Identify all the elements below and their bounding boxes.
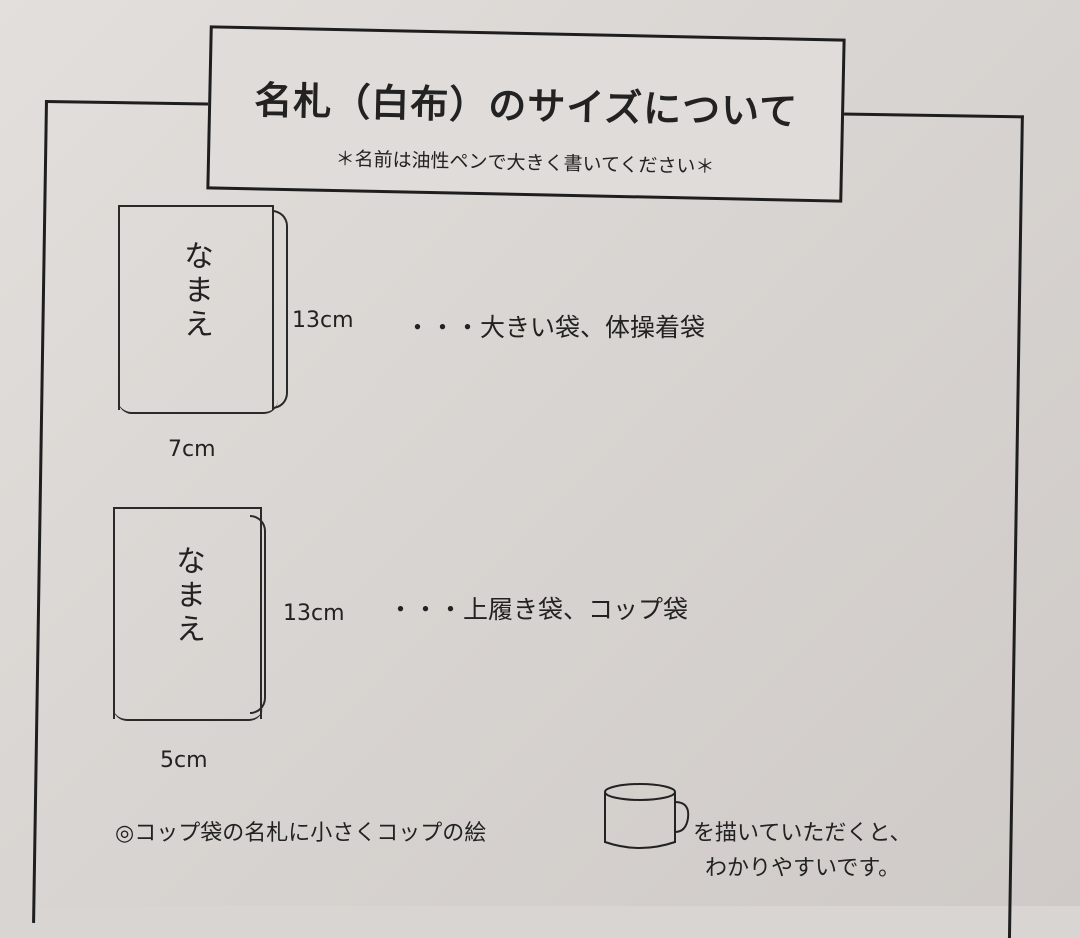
tag-name-small: なまえ [170,545,205,647]
width-bracket [113,705,263,721]
page-subtitle: ＊名前は油性ペンで大きく書いてください＊ [335,148,715,178]
tag-width-large: 7cm [168,437,216,462]
width-bracket [118,398,278,414]
tag-usage-small: ・・・上履き袋、コップ袋 [388,595,689,624]
page-title: 名札（白布）のサイズについて [253,78,799,134]
name-tag-large [118,205,274,410]
height-bracket [272,210,288,409]
name-tag-small [113,507,262,719]
tag-usage-large: ・・・大きい袋、体操着袋 [405,313,706,342]
note-text-3: わかりやすいです。 [705,856,901,881]
height-bracket [250,515,266,714]
tag-name-large: なまえ [178,240,213,342]
tag-width-small: 5cm [160,748,208,773]
title-box: 名札（白布）のサイズについて ＊名前は油性ペンで大きく書いてください＊ [206,25,846,203]
cup-icon [604,783,690,849]
tag-height-large: 13cm [292,308,354,333]
note-text-1: ◎コップ袋の名札に小さくコップの絵 [115,821,487,846]
tag-height-small: 13cm [283,601,345,626]
note-text-2: を描いていただくと、 [693,821,912,846]
